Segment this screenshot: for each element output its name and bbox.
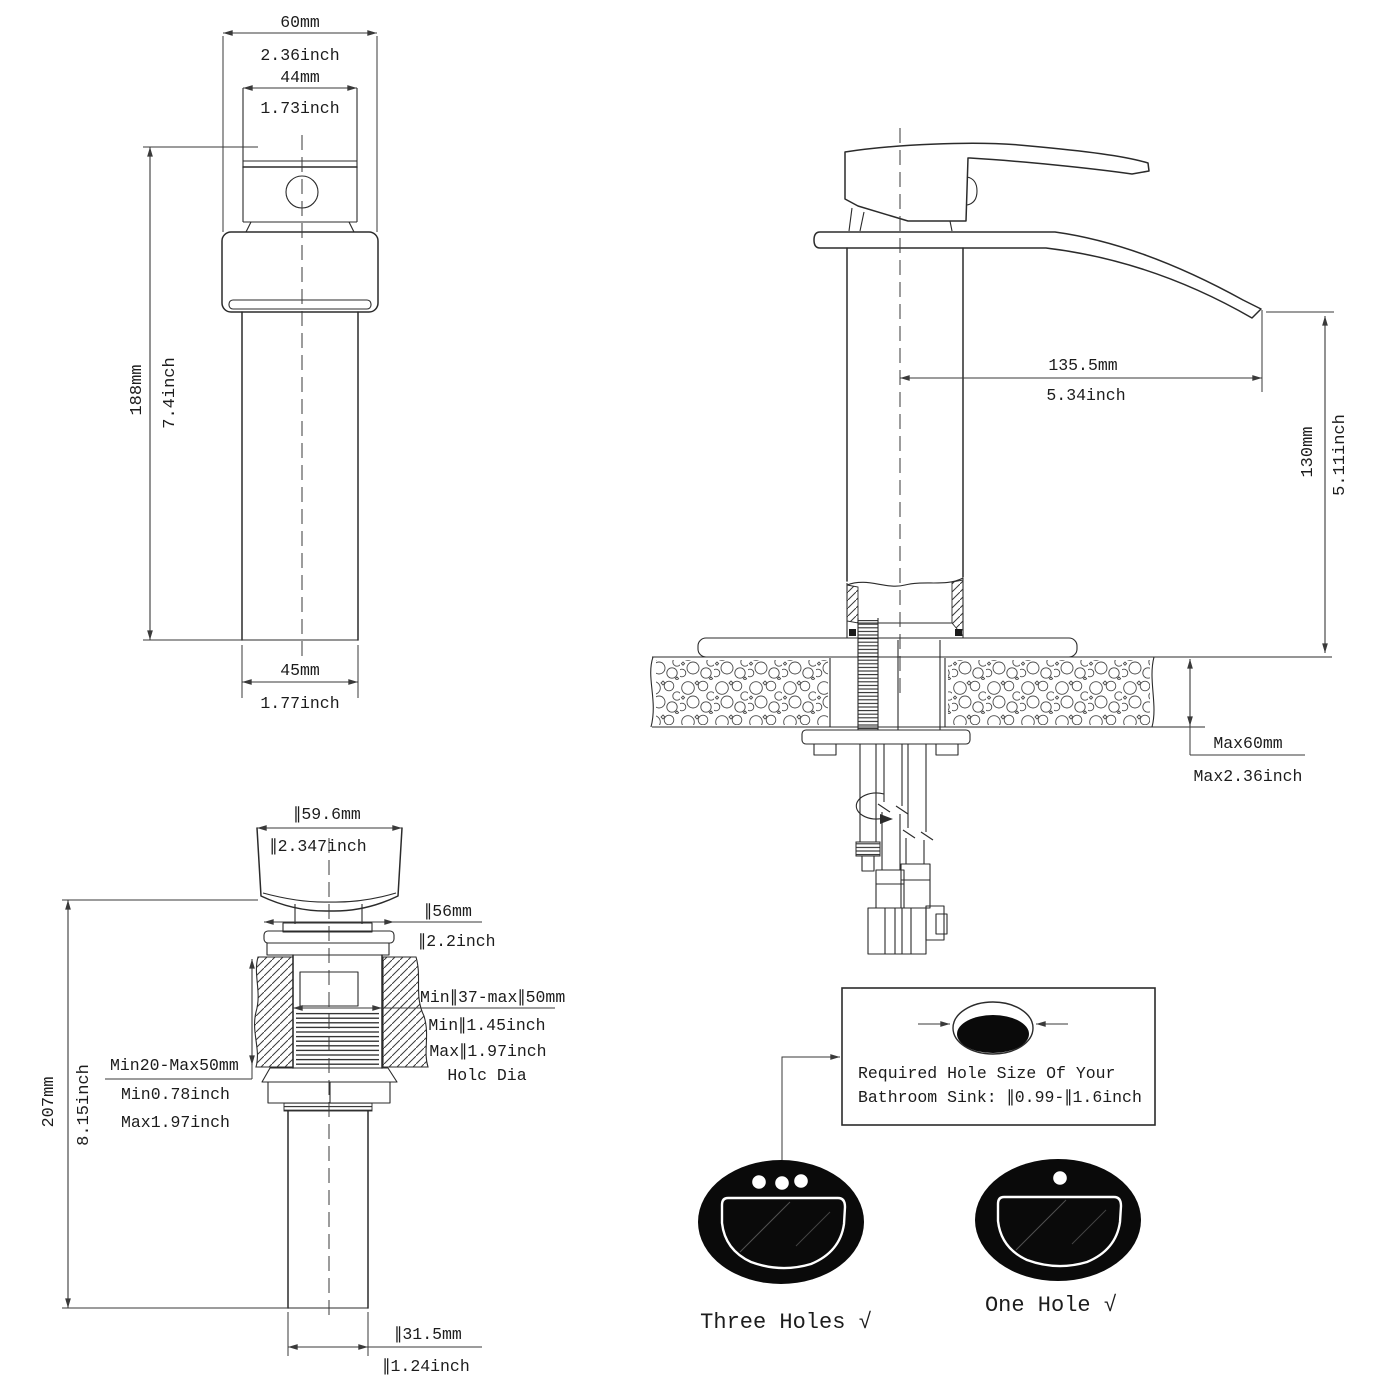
faucet-hole-left bbox=[752, 1175, 766, 1189]
column-break-line bbox=[846, 577, 964, 587]
side-view: 135.5mm 5.34inch 130mm 5.11inch Max60mm … bbox=[650, 128, 1350, 955]
faucet-hole-right bbox=[794, 1174, 808, 1188]
faucet-hole-single bbox=[1053, 1171, 1067, 1185]
dim-hole-diameter-inch-max: Max∥1.97inch bbox=[429, 1042, 546, 1061]
tighten-rotation-arrow bbox=[855, 792, 885, 820]
dim-front-top-width-inch: 2.36inch bbox=[260, 46, 339, 65]
mounting-stud-threads bbox=[858, 620, 878, 730]
drain-view: ∥59.6mm ∥2.347inch ∥56mm ∥2.2inch Min∥37… bbox=[40, 805, 565, 1376]
dim-hole-diameter-inch-min: Min∥1.45inch bbox=[428, 1016, 545, 1035]
pop-up-cap bbox=[256, 827, 403, 912]
one-hole-sink bbox=[975, 1159, 1141, 1281]
sink-basin bbox=[720, 1196, 847, 1270]
note-line2: Bathroom Sink: ∥0.99-∥1.6inch bbox=[858, 1088, 1142, 1107]
dim-hole-diameter-label: Holc Dia bbox=[447, 1066, 526, 1085]
dim-flange-diameter-inch: ∥2.2inch bbox=[418, 932, 496, 951]
dim-front-top-width-mm: 60mm bbox=[280, 13, 320, 32]
faucet-side-outline bbox=[813, 128, 1262, 700]
hole-requirements: Required Hole Size Of Your Bathroom Sink… bbox=[698, 987, 1156, 1335]
handle-set-screw-cover bbox=[966, 176, 978, 206]
dim-deck-thickness-inch-min: Min0.78inch bbox=[121, 1085, 230, 1104]
dim-flange-diameter-mm: ∥56mm bbox=[424, 902, 472, 921]
drain-dimensions: ∥59.6mm ∥2.347inch ∥56mm ∥2.2inch Min∥37… bbox=[40, 805, 565, 1376]
dim-deck-thickness-inch-max: Max1.97inch bbox=[121, 1113, 230, 1132]
drain-body-threads bbox=[296, 1012, 379, 1066]
sink-deck-left bbox=[254, 956, 294, 1068]
supply-hose-hot bbox=[867, 744, 909, 955]
dim-cap-diameter-inch: ∥2.347inch bbox=[269, 837, 366, 856]
dim-counter-thickness-mm: Max60mm bbox=[1213, 734, 1282, 753]
note-line1: Required Hole Size Of Your bbox=[858, 1064, 1115, 1083]
drain-outline bbox=[254, 827, 429, 1316]
handle-lever bbox=[844, 142, 1150, 222]
dim-total-height-mm: 207mm bbox=[40, 1076, 59, 1127]
mounting-flange bbox=[801, 729, 971, 745]
waterfall-spout bbox=[813, 231, 1262, 319]
dim-front-body-width-mm: 44mm bbox=[280, 68, 320, 87]
hole-fill bbox=[957, 1015, 1029, 1053]
dim-cap-diameter-mm: ∥59.6mm bbox=[293, 805, 361, 824]
sink-basin bbox=[996, 1195, 1123, 1268]
faucet-front-outline bbox=[221, 36, 379, 660]
dim-tailpipe-diameter-mm: ∥31.5mm bbox=[394, 1325, 462, 1344]
dim-spout-reach-inch: 5.34inch bbox=[1046, 386, 1125, 405]
dim-counter-thickness-inch: Max2.36inch bbox=[1194, 767, 1303, 786]
side-dimensions: 135.5mm 5.34inch 130mm 5.11inch Max60mm … bbox=[899, 310, 1350, 786]
dim-hole-diameter-mm: Min∥37-max∥50mm bbox=[420, 988, 565, 1007]
dim-total-height-inch: 8.15inch bbox=[75, 1064, 94, 1146]
locknut-flange bbox=[261, 1067, 398, 1083]
three-holes-label: Three Holes √ bbox=[700, 1310, 872, 1335]
dim-tailpipe-diameter-inch: ∥1.24inch bbox=[382, 1357, 469, 1376]
supply-hose-cold bbox=[894, 744, 948, 955]
stud-tip bbox=[861, 855, 875, 872]
front-view: 60mm 2.36inch 44mm 1.73inch 188mm 7.4inc… bbox=[128, 13, 379, 713]
three-hole-sink bbox=[698, 1160, 864, 1284]
dim-front-body-width-inch: 1.73inch bbox=[260, 99, 339, 118]
counter-break-left bbox=[650, 656, 654, 728]
one-hole-label: One Hole √ bbox=[985, 1293, 1117, 1318]
dim-deck-thickness-mm: Min20-Max50mm bbox=[110, 1056, 239, 1075]
dim-front-height-inch: 7.4inch bbox=[161, 357, 180, 428]
dim-spout-height-mm: 130mm bbox=[1299, 426, 1318, 477]
dim-front-base-width-mm: 45mm bbox=[280, 661, 320, 680]
counter-break-right bbox=[1151, 656, 1155, 728]
under-counter-hardware bbox=[801, 729, 971, 955]
faucet-hole-center bbox=[775, 1176, 789, 1190]
sink-deck-right bbox=[382, 956, 429, 1068]
counter-section bbox=[650, 618, 1332, 730]
dim-front-height-mm: 188mm bbox=[128, 364, 147, 415]
dim-front-base-width-inch: 1.77inch bbox=[260, 694, 339, 713]
dim-spout-height-inch: 5.11inch bbox=[1331, 414, 1350, 496]
front-dimensions: 60mm 2.36inch 44mm 1.73inch 188mm 7.4inc… bbox=[128, 13, 378, 713]
hose-elbow bbox=[925, 905, 945, 941]
dim-spout-reach-mm: 135.5mm bbox=[1048, 356, 1117, 375]
escutcheon-plate bbox=[697, 637, 1078, 658]
